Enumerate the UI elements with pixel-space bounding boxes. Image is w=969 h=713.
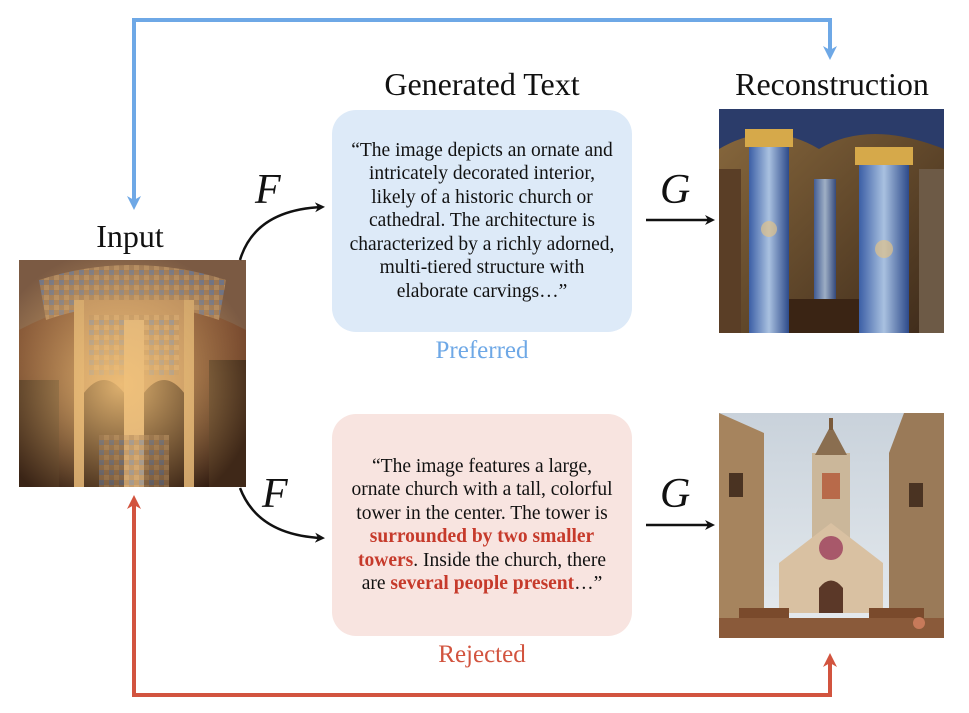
captioner-label-bottom: F (262, 471, 288, 517)
hallucination-highlight-1: surrounded by two smaller towers (358, 526, 595, 571)
rejected-caption-text: “The image features a large, ornate chur… (351, 455, 613, 595)
caption-arrow-bottom (238, 487, 325, 543)
rejected-caption-box: “The image features a large, ornate chur… (332, 414, 632, 636)
preferred-label: Preferred (435, 337, 529, 364)
preferred-reconstruction-art (719, 109, 944, 333)
preferred-caption-text: “The image depicts an ornate and intrica… (349, 139, 615, 302)
input-image (19, 260, 246, 487)
hallucination-highlight-2: several people present (390, 573, 575, 594)
preferred-caption-box: “The image depicts an ornate and intrica… (332, 110, 632, 332)
input-heading: Input (96, 218, 164, 254)
rejected-label: Rejected (438, 641, 526, 668)
rejected-reconstruction-image (719, 413, 944, 638)
generator-label-bottom: G (660, 471, 691, 517)
rejected-reconstruction-art (719, 413, 944, 638)
reconstruction-heading: Reconstruction (735, 66, 929, 102)
preferred-feedback-arrow (127, 18, 832, 210)
rejected-feedback-arrow (127, 495, 832, 697)
captioner-label-top: F (255, 167, 281, 213)
input-image-art (19, 260, 246, 487)
generated-text-heading: Generated Text (384, 66, 580, 102)
preferred-reconstruction-image (719, 109, 944, 333)
generator-label-top: G (660, 167, 691, 213)
caption-arrow-top (238, 202, 325, 261)
